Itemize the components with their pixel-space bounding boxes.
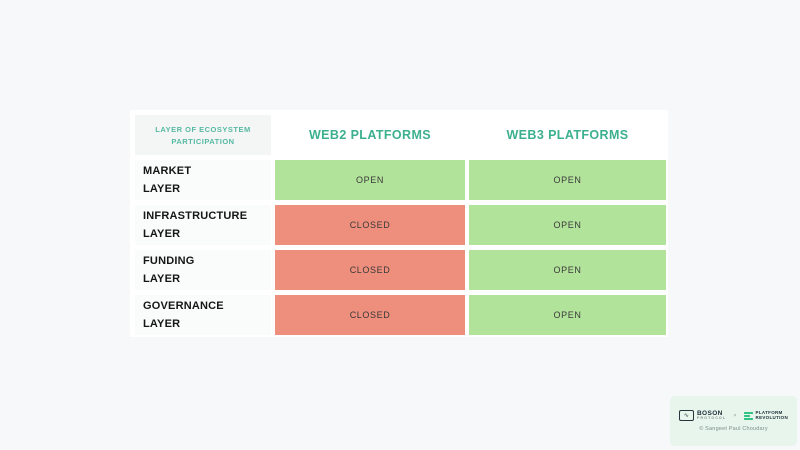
boson-icon: ∿ — [678, 410, 694, 421]
row-header-title-line2: PARTICIPATION — [171, 136, 235, 146]
row-label-funding-label_line1: FUNDING — [143, 255, 195, 267]
comparison-table: LAYER OF ECOSYSTEM PARTICIPATION WEB2 PL… — [130, 110, 668, 340]
cell-funding-web2: CLOSED — [275, 250, 465, 290]
boson-icon-glyph: ∿ — [683, 412, 689, 419]
platform-revolution-icon — [743, 411, 753, 420]
boson-subtitle: PROTOCOL — [696, 416, 727, 421]
platform-revolution-logo: PLATFORM REVOLUTION — [743, 409, 789, 421]
cell-infrastructure-web2: CLOSED — [275, 205, 465, 245]
cell-governance-web2: CLOSED — [275, 295, 465, 335]
row-label-governance-label_line1: GOVERNANCE — [143, 300, 224, 312]
row-label-market: MARKET LAYER — [135, 160, 271, 200]
row-header-title: LAYER OF ECOSYSTEM PARTICIPATION — [135, 115, 271, 155]
footer-credit-badge: ∿ BOSON PROTOCOL × PLATFORM REVOLUTION ©… — [670, 396, 797, 446]
comparison-table-card: LAYER OF ECOSYSTEM PARTICIPATION WEB2 PL… — [130, 110, 668, 337]
row-label-infrastructure-label_line2: LAYER — [143, 228, 181, 240]
row-header-title-line1: LAYER OF ECOSYSTEM — [155, 124, 251, 134]
platform-revolution-line1: PLATFORM — [755, 409, 783, 415]
platform-revolution-wordmark: PLATFORM REVOLUTION — [755, 409, 789, 421]
row-label-governance-label_line2: LAYER — [143, 318, 181, 330]
row-label-funding: FUNDING LAYER — [135, 250, 271, 290]
row-label-market-label_line2: LAYER — [143, 183, 181, 195]
row-label-market-label_line1: MARKET — [143, 165, 192, 177]
logos-row: ∿ BOSON PROTOCOL × PLATFORM REVOLUTION — [678, 409, 789, 421]
row-label-infrastructure-label_line1: INFRASTRUCTURE — [143, 210, 248, 222]
boson-protocol-logo: ∿ BOSON PROTOCOL — [678, 410, 726, 421]
row-label-governance: GOVERNANCE LAYER — [135, 295, 271, 335]
cell-governance-web3: OPEN — [469, 295, 666, 335]
column-header-web2: WEB2 PLATFORMS — [308, 128, 432, 142]
cell-market-web2: OPEN — [275, 160, 465, 200]
row-label-infrastructure: INFRASTRUCTURE LAYER — [135, 205, 271, 245]
boson-name: BOSON — [696, 410, 723, 417]
copyright-text: © Sangeet Paul Choudary — [699, 426, 768, 432]
cell-funding-web3: OPEN — [469, 250, 666, 290]
collab-x-separator: × — [733, 412, 737, 419]
platform-revolution-line2: REVOLUTION — [755, 414, 789, 420]
boson-wordmark: BOSON PROTOCOL — [697, 410, 726, 421]
column-header-web3: WEB3 PLATFORMS — [506, 128, 629, 142]
cell-infrastructure-web3: OPEN — [469, 205, 666, 245]
cell-market-web3: OPEN — [469, 160, 666, 200]
row-label-funding-label_line2: LAYER — [143, 273, 181, 285]
